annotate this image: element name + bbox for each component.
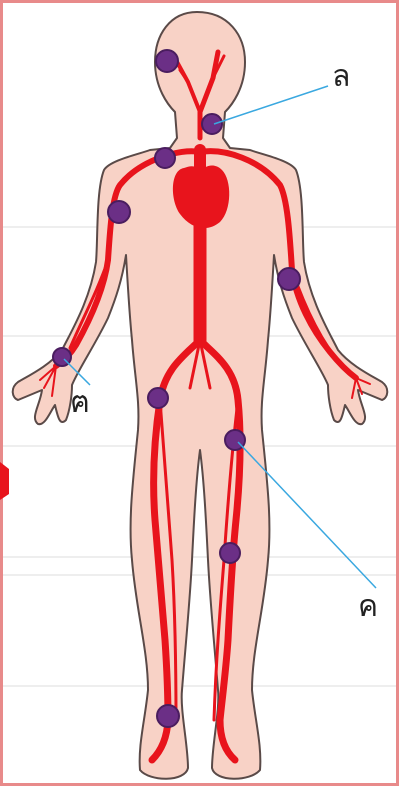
pulse-point-neck xyxy=(202,114,222,134)
pulse-point-shoulder xyxy=(155,148,175,168)
callout-label-neck: ล xyxy=(332,59,350,94)
callout-label-wrist: ฅ xyxy=(70,385,90,420)
pulse-point-knee xyxy=(220,543,240,563)
pulse-point-ankle xyxy=(157,705,179,727)
pulse-point-elbow-right xyxy=(278,268,300,290)
pulse-point-temple xyxy=(156,50,178,72)
pulse-point-groin xyxy=(148,388,168,408)
callout-label-thigh: ค xyxy=(358,589,378,624)
edge-marker xyxy=(0,462,9,500)
pulse-point-upper-arm-left xyxy=(108,201,130,223)
